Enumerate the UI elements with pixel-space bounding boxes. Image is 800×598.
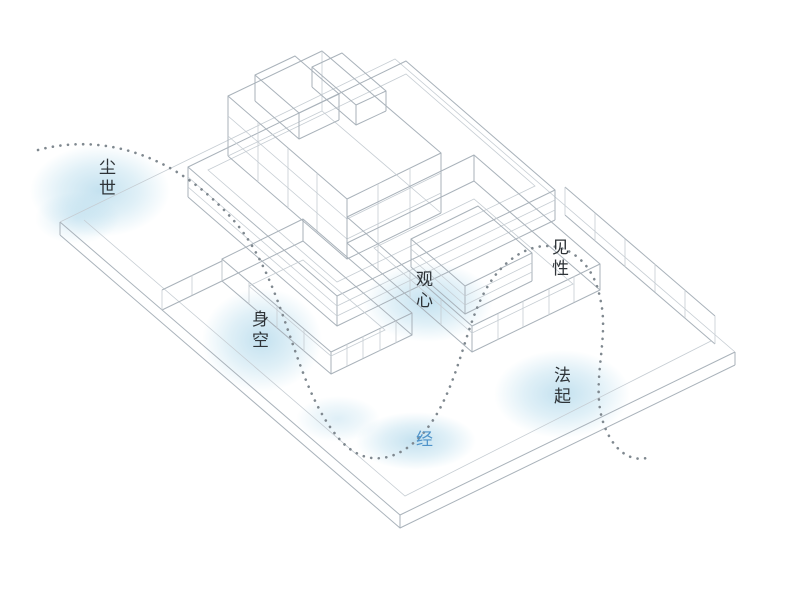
label-jing: 经 [412,430,432,451]
label-faqi: 法起 [550,366,570,408]
roof-box-1 [254,55,340,140]
podium-volume [187,60,556,327]
inner-pavilion [410,205,533,315]
label-jianxing: 见性 [548,238,568,280]
roof-box-2 [311,52,387,126]
hall-volume [227,50,442,260]
courtyard-right [346,154,601,353]
base-platform [59,58,736,529]
label-chenshi: 尘世 [95,158,115,200]
boundary-wall-right [564,186,716,345]
label-guanxin: 观心 [412,270,432,312]
journey-path [36,143,652,461]
boundary-wall-left [161,260,223,311]
label-shenkong: 身空 [248,310,268,352]
